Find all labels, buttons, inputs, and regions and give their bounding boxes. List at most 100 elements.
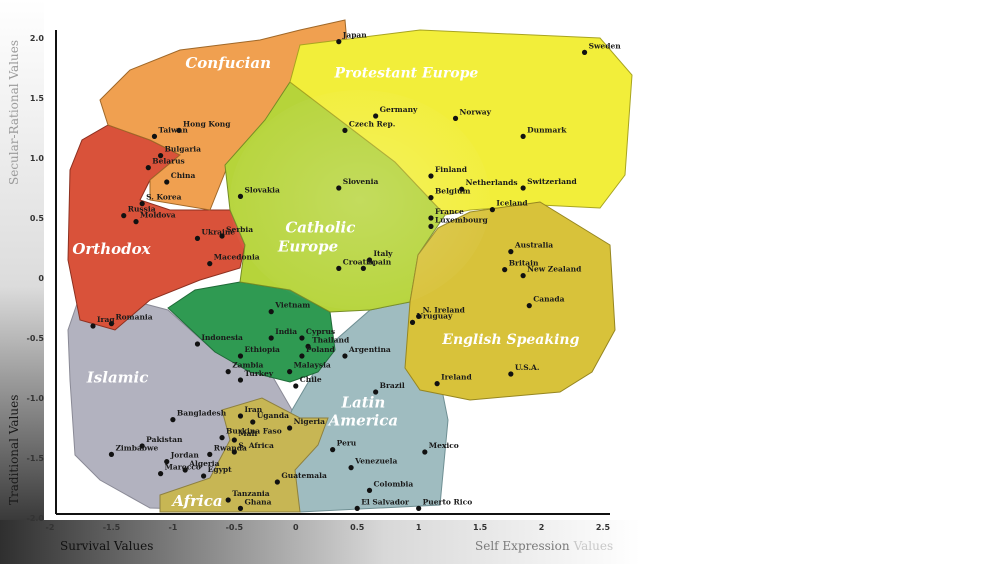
y-tick-labels: 2.01.51.00.50-0.5-1.0-1.5-2.0 <box>27 34 45 523</box>
country-marker <box>342 353 348 359</box>
country-marker <box>416 505 422 511</box>
y-tick-label: 1.0 <box>30 154 45 163</box>
country-label: Turkey <box>244 369 273 378</box>
country-marker <box>581 49 588 56</box>
country-marker <box>422 449 428 455</box>
region-label: Islamic <box>86 368 149 386</box>
country-label: China <box>171 171 196 180</box>
country-point: Taiwan <box>151 125 188 139</box>
country-label: Indonesia <box>201 333 243 342</box>
country-point: Zambia <box>225 361 264 375</box>
country-point: Russia <box>121 205 156 219</box>
country-point: Algeria <box>182 459 220 473</box>
country-label: S. Korea <box>146 193 181 202</box>
country-marker <box>139 443 145 449</box>
country-marker <box>520 133 526 139</box>
country-marker <box>416 313 422 319</box>
country-label: Chile <box>300 375 322 384</box>
country-label: Mali <box>238 429 257 438</box>
country-label: Russia <box>128 205 156 214</box>
country-marker <box>219 233 225 239</box>
country-point: S. Korea <box>139 193 182 207</box>
region-label: Orthodox <box>72 240 151 258</box>
country-marker <box>305 343 311 349</box>
country-marker <box>354 505 360 511</box>
y-tick-label: -0.5 <box>27 334 45 343</box>
x-tick-label: -1.5 <box>103 523 121 532</box>
y-tick-label: 0.5 <box>30 214 45 223</box>
left-axis-band <box>0 0 44 520</box>
x-tick-label: 1 <box>416 523 422 532</box>
bottom-axis-band <box>0 520 640 564</box>
country-marker <box>373 389 379 395</box>
country-point: Nigeria <box>287 417 325 431</box>
country-label: Czech Rep. <box>349 119 396 128</box>
country-marker <box>268 335 274 341</box>
region-africa <box>159 397 329 513</box>
country-label: Burkina Faso <box>226 427 282 436</box>
country-label: Switzerland <box>527 177 577 186</box>
x-tick-label: -0.5 <box>226 523 244 532</box>
region-label: America <box>327 412 399 430</box>
country-point: Ethiopia <box>237 345 280 359</box>
country-label: India <box>275 327 297 336</box>
country-point: Bangladesh <box>170 409 227 423</box>
country-point: Uruguay <box>409 311 453 325</box>
country-marker <box>176 127 182 133</box>
country-marker <box>139 201 145 207</box>
region-label: Protestant Europe <box>333 66 478 82</box>
country-marker <box>207 261 213 267</box>
x-axis-title-left: Survival Values <box>60 539 153 553</box>
country-label: S. Africa <box>238 441 274 450</box>
country-label: Malaysia <box>294 361 331 370</box>
country-marker <box>274 479 280 485</box>
country-point: Ireland <box>434 373 472 387</box>
country-label: Taiwan <box>158 125 188 134</box>
country-label: Spain <box>367 257 391 266</box>
country-marker <box>108 321 115 327</box>
country-point: Guatemala <box>274 471 327 485</box>
country-marker <box>373 113 379 119</box>
country-label: Argentina <box>348 345 391 354</box>
country-marker <box>231 437 237 443</box>
country-label: Macedonia <box>214 253 260 262</box>
country-point: Colombia <box>366 479 413 493</box>
region-label: Europe <box>277 238 338 256</box>
y-axis-title-bottom: Traditional Values <box>7 395 21 505</box>
country-point: Turkey <box>237 369 274 383</box>
country-point: Switzerland <box>520 177 577 191</box>
country-point: Pakistan <box>139 435 183 449</box>
country-point: Italy <box>366 249 393 263</box>
country-point: Cyprus <box>299 327 335 341</box>
country-label: Japan <box>342 31 368 40</box>
country-point: Iran <box>237 405 263 419</box>
country-point: Marocco <box>158 463 201 477</box>
country-label: Hong Kong <box>183 119 231 128</box>
country-point: Argentina <box>342 345 391 359</box>
country-marker <box>170 417 176 423</box>
country-marker <box>237 377 244 383</box>
country-marker <box>434 381 440 387</box>
country-label: Sweden <box>589 41 622 50</box>
country-marker <box>428 195 434 201</box>
country-point: Serbia <box>219 225 253 239</box>
country-label: France <box>435 207 464 216</box>
country-point: S. Africa <box>231 441 274 455</box>
x-axis-title-right-b: Values <box>573 539 614 553</box>
x-tick-label: 2 <box>539 523 545 532</box>
x-tick-label: -1 <box>168 523 177 532</box>
country-marker <box>201 473 207 479</box>
country-marker <box>489 207 495 213</box>
country-point: France <box>428 207 464 221</box>
country-marker <box>268 309 274 315</box>
country-marker <box>299 335 305 341</box>
country-label: Jordan <box>170 451 200 460</box>
country-marker <box>366 257 373 263</box>
country-point: Bulgaria <box>158 145 201 159</box>
country-marker <box>508 371 514 377</box>
country-point: Luxembourg <box>428 215 489 229</box>
country-marker <box>151 133 158 139</box>
country-label: Iraq <box>97 315 115 324</box>
country-marker <box>231 449 237 455</box>
country-point: Iraq <box>90 315 115 329</box>
